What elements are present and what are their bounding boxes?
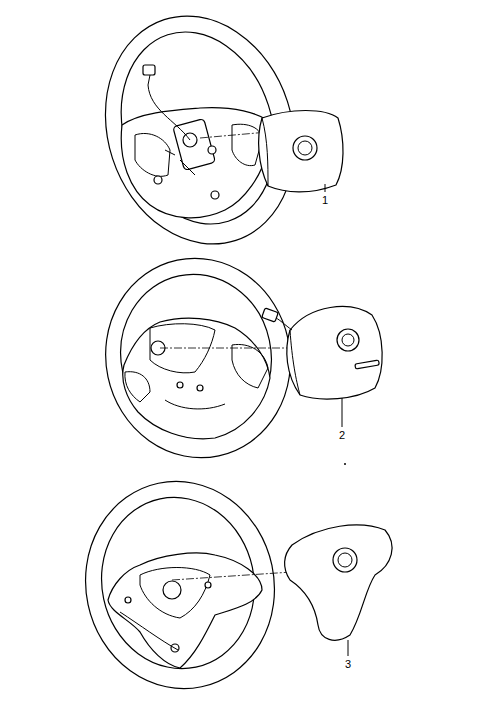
steering-wheel-2: [87, 241, 309, 475]
speck: [344, 463, 346, 465]
steering-wheel-3: [66, 464, 293, 707]
callout-number: 3: [345, 658, 351, 670]
airbag-module-1: [259, 111, 343, 193]
callout-number: 1: [322, 194, 328, 206]
airbag-module-2: [262, 307, 382, 427]
airbag-module-3: [285, 525, 392, 656]
callout-number: 2: [339, 429, 345, 441]
